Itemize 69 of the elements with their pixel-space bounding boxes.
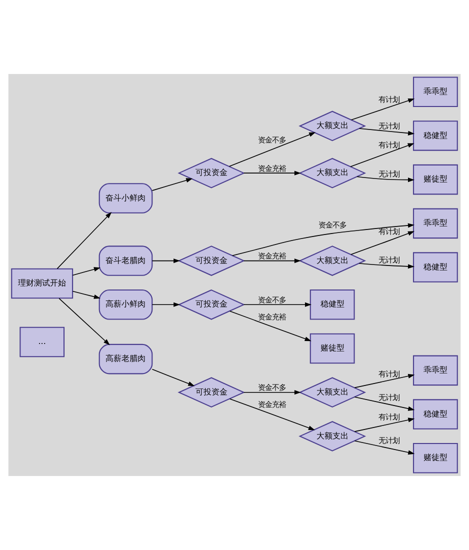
edge-label: 无计划	[378, 436, 400, 445]
node-box: 赌徒型	[412, 164, 458, 195]
edge-label: 资金充裕	[258, 400, 286, 410]
edge-label: 有计划	[378, 140, 400, 150]
node-box: 奋斗老腊肉	[98, 246, 153, 276]
arrow	[228, 132, 316, 167]
edge-label: 有计划	[378, 369, 400, 378]
node-box: 高薪小鲜肉	[98, 290, 153, 320]
arrow	[58, 298, 110, 346]
edge-label: 资金充裕	[258, 164, 286, 173]
edge-label: 有计划	[378, 227, 400, 236]
edge-label: 资金充裕	[258, 312, 286, 322]
node-box: 奋斗小鲜肉	[98, 183, 153, 214]
node-box: 赌徒型	[310, 333, 355, 364]
node-diamond: 可投资金	[178, 158, 246, 188]
arrow	[354, 440, 415, 455]
edge-label: 资金不多	[318, 220, 346, 230]
node-box: 稳健型	[412, 120, 458, 151]
node-box: 稳健型	[412, 399, 458, 430]
arrow	[72, 267, 100, 276]
node-diamond: 可投资金	[178, 246, 246, 276]
arrow	[72, 290, 100, 299]
node-diamond: 可投资金	[178, 377, 246, 408]
node-box: 赌徒型	[412, 442, 458, 474]
node-diamond: 大额支出	[298, 421, 366, 452]
edge-label: 无计划	[378, 122, 400, 131]
edge-label: 无计划	[378, 169, 400, 178]
node-box: 稳健型	[310, 290, 355, 320]
arrow	[354, 418, 415, 432]
edge-label: 资金不多	[258, 135, 286, 144]
arrow	[243, 170, 301, 176]
arrow	[350, 143, 414, 168]
edge-label: 资金充裕	[258, 252, 286, 261]
edge-label: 资金不多	[258, 383, 286, 392]
arrow	[152, 178, 193, 191]
arrow	[152, 302, 180, 307]
arrow	[354, 396, 415, 411]
arrow	[356, 176, 414, 182]
node-diamond: 大额支出	[298, 246, 366, 276]
node-box: 乖乖型	[412, 76, 458, 108]
node-diamond: 大额支出	[298, 377, 366, 408]
arrow	[350, 231, 414, 255]
node-box: 乖乖型	[412, 208, 458, 239]
edge-label: 无计划	[378, 256, 400, 265]
arrow	[243, 302, 312, 307]
arrow	[152, 258, 180, 264]
arrow	[354, 374, 415, 388]
node-box: 理财测试开始	[11, 268, 74, 299]
arrow	[243, 390, 301, 395]
edge-label: 资金不多	[258, 295, 286, 304]
node-diamond: 大额支出	[298, 110, 366, 142]
arrow	[358, 128, 415, 136]
arrow	[358, 262, 414, 269]
node-diamond: 可投资金	[178, 289, 246, 320]
arrow	[56, 212, 112, 270]
arrow	[229, 398, 315, 430]
edge-label: 有计划	[378, 412, 400, 422]
arrow	[232, 223, 414, 256]
edge-label: 有计划	[378, 94, 400, 104]
edge-label: 无计划	[378, 392, 400, 402]
node-box: ...	[20, 326, 65, 358]
node-diamond: 大额支出	[298, 158, 366, 188]
node-box: 高薪老腊肉	[98, 344, 153, 374]
arrow	[350, 98, 415, 120]
node-box: 稳健型	[412, 252, 458, 282]
arrow	[229, 310, 312, 342]
node-box: 乖乖型	[412, 355, 458, 386]
arrow	[152, 368, 195, 386]
arrow	[243, 258, 301, 264]
